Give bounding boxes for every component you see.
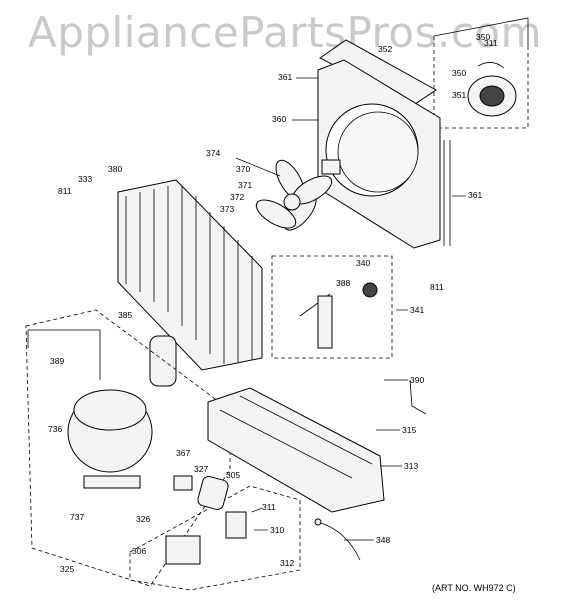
callout-311-top: 311 — [484, 38, 498, 48]
tubes — [27, 329, 427, 415]
callout-313: 313 — [404, 461, 418, 471]
callout-310: 310 — [270, 525, 284, 535]
callout-311: 311 — [262, 502, 276, 512]
callout-380: 380 — [108, 164, 122, 174]
fan-motor — [433, 17, 529, 129]
callout-326: 326 — [136, 514, 150, 524]
fan-blade — [255, 159, 333, 231]
callout-351: 351 — [452, 90, 466, 100]
callout-388: 388 — [336, 278, 350, 288]
callout-361-top: 361 — [278, 72, 292, 82]
compressor-group — [25, 309, 231, 587]
callout-371: 371 — [238, 180, 252, 190]
callout-389: 389 — [50, 356, 64, 366]
leader-lines — [235, 77, 466, 541]
callout-325: 325 — [60, 564, 74, 574]
callout-350: 350 — [452, 68, 466, 78]
callout-736: 736 — [48, 424, 62, 434]
base-pan — [207, 387, 385, 513]
callout-811-right: 811 — [430, 282, 444, 292]
callout-370: 370 — [236, 164, 250, 174]
callout-361: 361 — [468, 190, 482, 200]
callout-315: 315 — [402, 425, 416, 435]
callout-305: 305 — [226, 470, 240, 480]
callout-811-left: 811 — [58, 186, 72, 196]
condenser-coil — [117, 179, 263, 371]
callout-350-top: 350 — [476, 32, 490, 42]
callouts: 350 311 352 361 350 351 360 374 380 333 … — [48, 32, 498, 574]
callout-312: 312 — [280, 558, 294, 568]
power-cord — [314, 518, 361, 561]
electrical-group — [129, 475, 301, 591]
callout-367: 367 — [176, 448, 190, 458]
callout-333: 333 — [78, 174, 92, 184]
callout-360: 360 — [272, 114, 286, 124]
callout-341: 341 — [410, 305, 424, 315]
callout-373: 373 — [220, 204, 234, 214]
condenser-shroud — [317, 59, 451, 249]
callout-385: 385 — [118, 310, 132, 320]
callout-327: 327 — [194, 464, 208, 474]
accumulator — [149, 335, 177, 387]
callout-306: 306 — [132, 546, 146, 556]
callout-374: 374 — [206, 148, 220, 158]
callout-340: 340 — [356, 258, 370, 268]
callout-737: 737 — [70, 512, 84, 522]
callout-348: 348 — [376, 535, 390, 545]
callout-372: 372 — [230, 192, 244, 202]
callout-390: 390 — [410, 375, 424, 385]
valve-group — [271, 255, 393, 359]
art-number: (ART NO. WH972 C) — [432, 583, 516, 593]
callout-352: 352 — [378, 44, 392, 54]
